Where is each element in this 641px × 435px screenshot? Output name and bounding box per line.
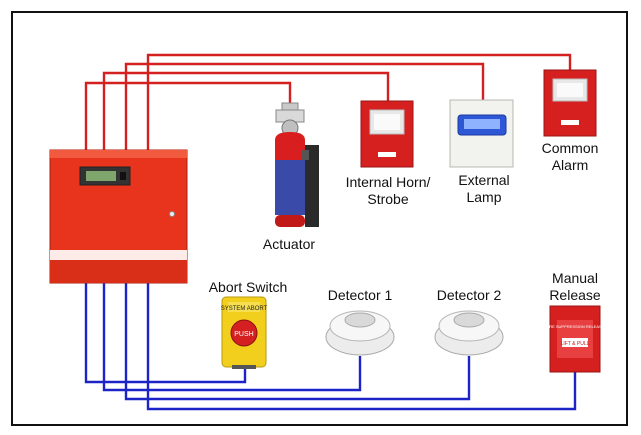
detector-2-device (434, 310, 504, 356)
common-alarm-label-line1: Common (541, 140, 599, 156)
abort-button-top-text: SYSTEM ABORT (221, 306, 268, 312)
abort-switch-device: SYSTEM ABORT PUSH (221, 296, 268, 369)
manual-release-label-line2: Release (549, 287, 601, 303)
common-alarm-label-line2: Alarm (551, 157, 589, 173)
horn-strobe-label-line1: Internal Horn/ (345, 174, 431, 190)
output-wiring (84, 53, 572, 150)
detector-2-label: Detector 2 (436, 287, 502, 303)
manual-release-top-text: FIRE SUPPRESSION RELEASE (546, 324, 605, 329)
detector-1-device (325, 310, 395, 356)
control-panel (49, 149, 188, 284)
abort-switch-label: Abort Switch (208, 279, 288, 295)
external-lamp-label-line1: External (458, 172, 510, 188)
external-lamp-device (449, 99, 514, 168)
detector-1-label: Detector 1 (327, 287, 393, 303)
manual-release-bottom-text: LIFT & PULL (561, 341, 590, 347)
manual-release-device: FIRE SUPPRESSION RELEASE LIFT & PULL (546, 305, 605, 373)
input-wiring (84, 283, 577, 411)
diagram-frame (11, 11, 628, 426)
horn-strobe-label-line2: Strobe (367, 191, 409, 207)
external-lamp-label-line2: Lamp (466, 189, 502, 205)
manual-release-label-line1: Manual (552, 270, 598, 286)
horn-strobe-device (360, 100, 414, 168)
common-alarm-device (543, 69, 597, 137)
actuator-label: Actuator (262, 236, 316, 252)
actuator-cylinder (275, 102, 319, 227)
abort-button-push-text: PUSH (234, 331, 253, 338)
